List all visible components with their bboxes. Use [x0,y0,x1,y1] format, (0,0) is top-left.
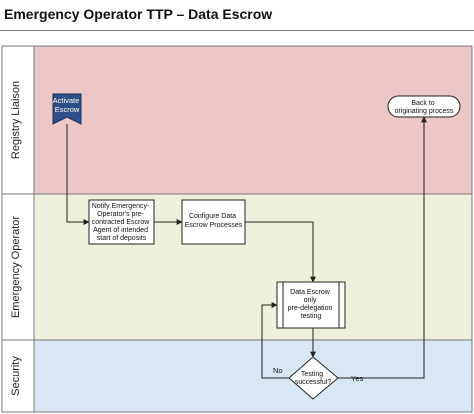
edge-configure-to-testing [245,221,316,283]
lane-operator-header [1,193,35,341]
lane-security: Security [1,339,473,413]
title-bar: Emergency Operator TTP – Data Escrow [0,0,474,31]
edge-activate-to-notify [66,124,90,225]
back-line-2: originating process [395,108,454,115]
node-notify-escrow-agent[interactable]: Notify Emergency- Operator's pre- contra… [88,199,155,245]
diagram-title: Emergency Operator TTP – Data Escrow [4,6,273,22]
lane-registry-header [1,45,35,195]
node-back-to-originating[interactable]: Back to originating process [387,95,461,118]
testing-label: Data Escrow only pre-delegation testing [288,289,335,320]
lane-registry-body [33,45,473,195]
decision-line-1: Testing [301,371,323,378]
edge-label-yes: Yes [351,374,363,383]
lane-security-header [1,339,35,413]
configure-label: Configure Data Escrow Processes [185,213,243,229]
notify-line-4: Agent of intended [93,227,148,234]
configure-shape [181,199,246,245]
configure-line-2: Escrow Processes [185,222,243,229]
notify-label: Notify Emergency- Operator's pre- contra… [92,203,152,242]
node-testing-successful-decision[interactable]: Testing successful? [288,356,339,400]
edge-decision-no-loop [261,302,289,379]
connectors [66,116,427,379]
decision-shape [288,356,339,400]
activate-line-2: Escrow [55,105,80,114]
notify-line-2: Operator's pre- [97,211,145,218]
lane-security-label: Security [10,356,22,396]
notify-line-5: start of deposits [97,235,147,242]
lane-security-body [33,339,473,413]
node-activate-escrow[interactable]: Activate Escrow [52,93,82,125]
decision-label: Testing successful? [295,371,332,386]
back-shape [387,95,461,118]
lane-operator-label: Emergency Operator [10,216,22,318]
activate-label: Activate Escrow [53,96,82,114]
node-pre-delegation-testing[interactable]: Data Escrow only pre-delegation testing [276,281,346,329]
testing-line-1: Data Escrow [290,289,331,296]
back-label: Back to originating process [395,100,454,115]
node-configure-data-escrow[interactable]: Configure Data Escrow Processes [181,199,246,245]
configure-line-1: Configure Data [189,213,236,220]
edge-decision-yes-to-back [338,116,427,379]
lane-registry-liaison: Registry Liaison [1,45,473,195]
lane-emergency-operator: Emergency Operator [1,193,473,341]
activate-line-1: Activate [53,96,80,105]
lane-registry-label: Registry Liaison [10,81,22,159]
edge-label-no: No [273,366,283,375]
notify-line-1: Notify Emergency- [92,203,150,210]
testing-shape [276,281,346,329]
testing-line-3: pre-delegation [288,305,333,312]
testing-line-2: only [304,297,317,304]
testing-line-4: testing [301,313,322,320]
decision-line-2: successful? [295,379,332,386]
notify-line-3: contracted Escrow [92,219,151,226]
notify-shape [88,199,155,245]
back-line-1: Back to [411,100,434,107]
activate-shape [52,93,82,125]
